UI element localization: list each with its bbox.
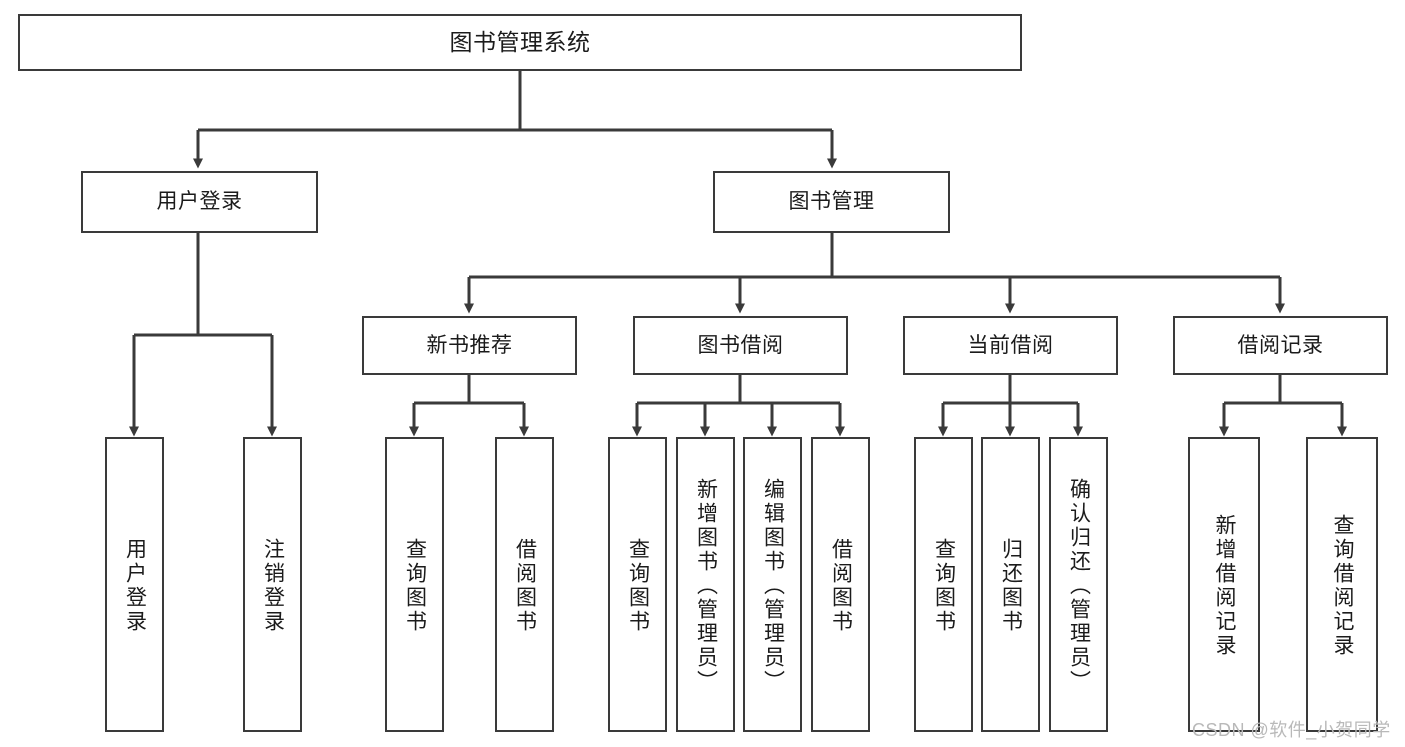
leaf-current-return-book[interactable]: 归还图书 (981, 437, 1040, 732)
leaf-current-query-book[interactable]: 查询图书 (914, 437, 973, 732)
node-book-borrow[interactable]: 图书借阅 (633, 316, 848, 375)
leaf-current-confirm-return-admin[interactable]: 确认归还（管理员） (1049, 437, 1108, 732)
node-label: 借阅记录 (1237, 333, 1324, 357)
leaf-record-query-borrow-record[interactable]: 查询借阅记录 (1306, 437, 1378, 732)
node-borrow-record[interactable]: 借阅记录 (1173, 316, 1388, 375)
node-label: 查询图书 (932, 537, 956, 634)
node-label: 用户登录 (156, 190, 243, 214)
leaf-borrow-edit-book-admin[interactable]: 编辑图书（管理员） (743, 437, 802, 732)
node-label: 当前借阅 (967, 333, 1054, 357)
node-label: 查询图书 (626, 537, 650, 634)
node-label: 图书管理 (788, 190, 875, 214)
leaf-borrow-query-book[interactable]: 查询图书 (608, 437, 667, 732)
node-label: 编辑图书（管理员） (761, 477, 785, 694)
leaf-logout[interactable]: 注销登录 (243, 437, 302, 732)
leaf-record-add-borrow-record[interactable]: 新增借阅记录 (1188, 437, 1260, 732)
node-new-book-recommend[interactable]: 新书推荐 (362, 316, 577, 375)
leaf-user-login[interactable]: 用户登录 (105, 437, 164, 732)
node-label: 新书推荐 (426, 333, 513, 357)
node-label: 借阅图书 (513, 537, 537, 634)
node-label: 确认归还（管理员） (1067, 477, 1091, 694)
node-label: 注销登录 (261, 537, 285, 634)
node-label: 用户登录 (123, 537, 147, 634)
csdn-watermark: CSDN @软件_小贺同学 (1192, 720, 1391, 740)
node-label: 查询借阅记录 (1330, 513, 1354, 658)
node-label: 新增借阅记录 (1212, 513, 1236, 658)
leaf-borrow-borrow-book[interactable]: 借阅图书 (811, 437, 870, 732)
node-label: 查询图书 (403, 537, 427, 634)
node-user-login[interactable]: 用户登录 (81, 171, 318, 233)
node-label: 借阅图书 (829, 537, 853, 634)
node-label: 归还图书 (999, 537, 1023, 634)
node-root-book-management-system[interactable]: 图书管理系统 (18, 14, 1022, 71)
node-current-borrow[interactable]: 当前借阅 (903, 316, 1118, 375)
node-label: 图书借阅 (697, 333, 784, 357)
node-label: 新增图书（管理员） (694, 477, 718, 694)
node-label: 图书管理系统 (449, 28, 591, 55)
leaf-recommend-borrow-book[interactable]: 借阅图书 (495, 437, 554, 732)
node-book-management[interactable]: 图书管理 (713, 171, 950, 233)
leaf-recommend-query-book[interactable]: 查询图书 (385, 437, 444, 732)
leaf-borrow-add-book-admin[interactable]: 新增图书（管理员） (676, 437, 735, 732)
